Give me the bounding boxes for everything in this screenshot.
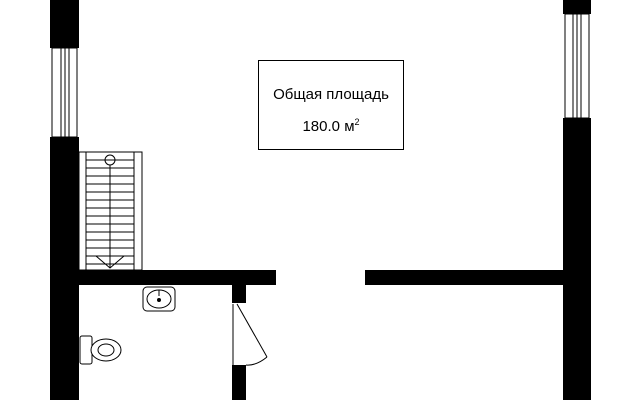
- wall-interior-right: [365, 270, 563, 285]
- sink-icon: [142, 286, 176, 312]
- area-unit: м: [344, 118, 355, 135]
- window-right: [564, 13, 590, 119]
- area-label: Общая площадь 180.0 м2: [258, 60, 404, 150]
- area-title: Общая площадь: [273, 86, 389, 103]
- door-swing: [232, 303, 268, 366]
- window-left: [51, 47, 78, 138]
- wall-right-lower: [563, 118, 591, 400]
- area-unit-power: 2: [354, 117, 360, 127]
- wall-interior-left: [79, 270, 276, 285]
- wall-right-upper: [563, 0, 591, 14]
- area-value: 180.0: [302, 118, 341, 135]
- wall-bathroom-upper: [232, 285, 246, 303]
- wall-left-lower: [50, 137, 79, 400]
- area-value-line: 180.0 м2: [259, 117, 403, 135]
- wall-left-upper: [50, 0, 79, 48]
- wall-bathroom-lower: [232, 365, 246, 400]
- staircase: [78, 151, 143, 271]
- toilet-icon: [79, 335, 122, 365]
